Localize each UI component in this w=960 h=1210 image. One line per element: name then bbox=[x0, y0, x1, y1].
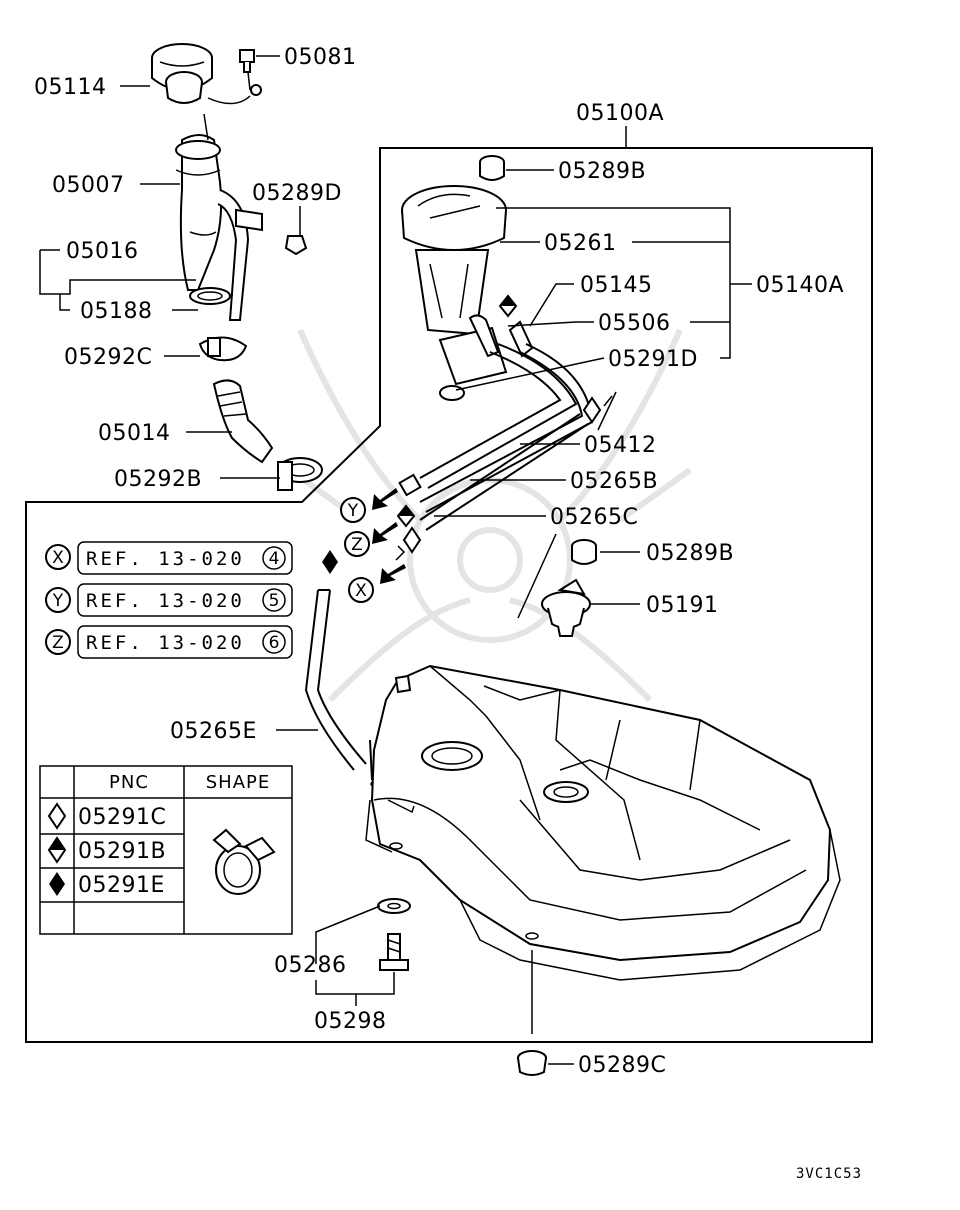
connector-z bbox=[344, 531, 370, 557]
table-header-shape: SHAPE bbox=[206, 772, 271, 793]
table-row-pnc: 05291E bbox=[78, 873, 165, 898]
label-05289D: 05289D bbox=[252, 181, 342, 206]
reference-x-num: 4 bbox=[269, 549, 280, 569]
connector-y bbox=[340, 497, 366, 523]
label-05506: 05506 bbox=[598, 311, 671, 336]
fuel-tank-part bbox=[365, 664, 841, 981]
table-row-pnc: 05291C bbox=[78, 805, 166, 830]
reference-z-text: REF. 13-020 bbox=[86, 632, 245, 654]
connector-z-letter: Z bbox=[351, 535, 363, 555]
reference-x-text: REF. 13-020 bbox=[86, 548, 245, 570]
pnc-shape-table: PNC SHAPE 05291C 05291B 05291E bbox=[39, 765, 293, 935]
label-05291D: 05291D bbox=[608, 347, 698, 372]
bolt-05289B-mid-part bbox=[571, 539, 597, 565]
label-05412: 05412 bbox=[584, 433, 657, 458]
fuel-pump-part bbox=[414, 249, 508, 386]
figure-code: 3VC1C53 bbox=[796, 1166, 862, 1182]
reference-x-marker: X bbox=[52, 548, 64, 568]
bolt-05298-part bbox=[379, 933, 409, 971]
clamp-05188-part bbox=[189, 287, 231, 305]
label-05261: 05261 bbox=[544, 231, 617, 256]
connector-x bbox=[348, 577, 374, 603]
table-header-pnc: PNC bbox=[109, 772, 149, 793]
hose-05014-part bbox=[212, 379, 274, 464]
label-05081: 05081 bbox=[284, 45, 357, 70]
gasket-05291D-part bbox=[439, 385, 465, 401]
cap-tether bbox=[207, 95, 251, 105]
label-05265E: 05265E bbox=[170, 719, 257, 744]
leader-lines bbox=[39, 55, 752, 1065]
screw-05081-part bbox=[239, 49, 255, 73]
table-row-pnc: 05291B bbox=[78, 839, 166, 864]
label-05286: 05286 bbox=[274, 953, 347, 978]
arrow-y bbox=[372, 488, 398, 510]
label-05289B-mid: 05289B bbox=[646, 541, 734, 566]
assembly-boundary bbox=[25, 147, 873, 1043]
hose-05145-part bbox=[508, 320, 534, 358]
label-05289C: 05289C bbox=[578, 1053, 666, 1078]
label-05114: 05114 bbox=[34, 75, 107, 100]
label-05292C: 05292C bbox=[64, 345, 152, 370]
reference-x: X REF. 13-020 4 bbox=[45, 541, 293, 575]
reference-z-marker: Z bbox=[52, 633, 64, 653]
label-05289B-top: 05289B bbox=[558, 159, 646, 184]
filled-diamond-marker-a bbox=[322, 550, 338, 574]
label-05140A: 05140A bbox=[756, 273, 844, 298]
label-05100A: 05100A bbox=[576, 101, 664, 126]
hose-clamp-shape-icon bbox=[212, 828, 276, 895]
reference-y-num: 5 bbox=[269, 591, 280, 611]
bolt-05289B-top-part bbox=[479, 155, 505, 181]
label-05298: 05298 bbox=[314, 1009, 387, 1034]
reference-y: Y REF. 13-020 5 bbox=[45, 583, 293, 617]
bolt-05289D-part bbox=[284, 235, 308, 256]
label-05292B: 05292B bbox=[114, 467, 202, 492]
arrow-x bbox=[380, 564, 406, 584]
connector-y-letter: Y bbox=[347, 501, 359, 521]
open-diamond-marker-a bbox=[582, 396, 602, 424]
washer-05286-part bbox=[377, 898, 411, 914]
fuel-lines bbox=[398, 343, 594, 531]
clamp-05292B-part bbox=[277, 457, 323, 491]
nut-05289C-part bbox=[517, 1050, 547, 1076]
reference-z: Z REF. 13-020 6 bbox=[45, 625, 293, 659]
label-05016: 05016 bbox=[66, 239, 139, 264]
open-diamond-marker-b bbox=[402, 526, 422, 554]
half-diamond-marker-a-fill bbox=[500, 296, 516, 306]
reference-z-num: 6 bbox=[269, 633, 280, 653]
hose-05265E-part bbox=[304, 589, 355, 771]
reference-y-text: REF. 13-020 bbox=[86, 590, 245, 612]
label-05188: 05188 bbox=[80, 299, 153, 324]
table-filled-diamond-icon bbox=[49, 872, 65, 896]
connector-x-letter: X bbox=[355, 581, 367, 601]
reference-y-marker: Y bbox=[52, 591, 64, 611]
label-05265C: 05265C bbox=[550, 505, 638, 530]
label-05007: 05007 bbox=[52, 173, 125, 198]
filler-neck-part bbox=[175, 134, 263, 321]
tether-ring bbox=[250, 84, 262, 96]
label-05265B: 05265B bbox=[570, 469, 658, 494]
label-05014: 05014 bbox=[98, 421, 171, 446]
filler-cap-part bbox=[151, 43, 213, 104]
clamp-05292C-part bbox=[198, 336, 248, 362]
pump-flange-05261-part bbox=[401, 185, 507, 251]
table-open-diamond-icon bbox=[47, 802, 67, 830]
arrow-z bbox=[372, 522, 398, 544]
label-05191: 05191 bbox=[646, 593, 719, 618]
label-05145: 05145 bbox=[580, 273, 653, 298]
sender-05191-part bbox=[541, 578, 591, 637]
